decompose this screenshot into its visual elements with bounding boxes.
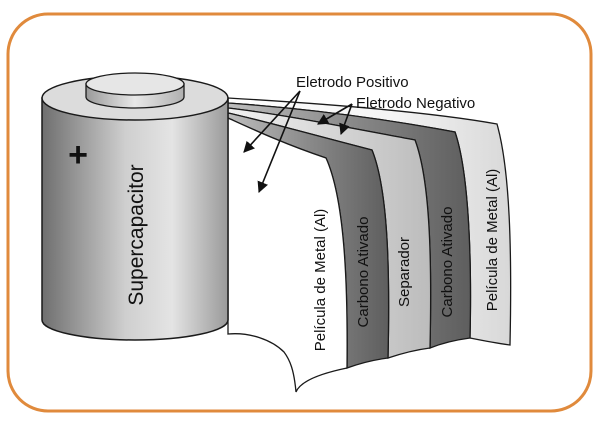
layer-label-1: Película de Metal (Al) <box>312 209 329 352</box>
cell-label: Supercapacitor <box>125 164 148 305</box>
layer-label-3: Separador <box>396 237 413 307</box>
layer-label-5: Película de Metal (Al) <box>484 169 501 312</box>
supercapacitor-cell <box>41 72 229 341</box>
layer-label-4: Carbono Ativado <box>439 207 456 318</box>
arrow-negative-2 <box>339 103 353 136</box>
negative-electrode-label: Eletrodo Negativo <box>356 95 475 112</box>
layer-labels: Película de Metal (Al) Carbono Ativado S… <box>312 169 501 352</box>
terminal-cap-top <box>85 72 185 96</box>
annotation-arrows <box>243 90 353 194</box>
layer-label-2: Carbono Ativado <box>355 217 372 328</box>
polarity-symbol: + <box>68 136 88 174</box>
positive-electrode-label: Eletrodo Positivo <box>296 74 409 91</box>
arrow-positive-1 <box>243 90 301 153</box>
arrow-negative-1 <box>317 103 353 125</box>
arrow-positive-2 <box>257 90 301 194</box>
cylinder-body <box>41 97 229 341</box>
